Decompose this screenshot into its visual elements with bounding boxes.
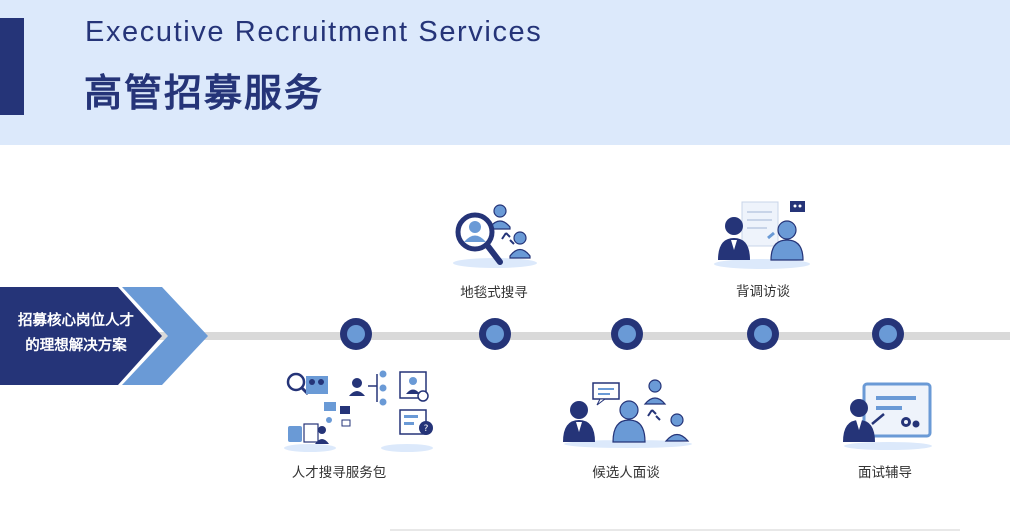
timeline-node-search (479, 318, 511, 350)
step-label-interview: 候选人面谈 (592, 465, 660, 481)
step-label-talent-package: 人才搜寻服务包 (291, 465, 387, 481)
step-label-background-check: 背调访谈 (736, 284, 790, 300)
timeline-node-background-check (747, 318, 779, 350)
step-label-coaching: 面试辅导 (858, 465, 912, 481)
step-label-search: 地毯式搜寻 (460, 285, 528, 301)
candidate-interview-icon (563, 379, 692, 448)
interview-coaching-icon (843, 382, 932, 450)
title-chinese: 高管招募服务 (84, 71, 325, 115)
timeline-track (150, 332, 1010, 340)
talent-search-package-icon: ? (284, 370, 433, 452)
intro-line-2: 的理想解决方案 (25, 338, 127, 354)
timeline-node-interview (611, 318, 643, 350)
bottom-divider (390, 529, 960, 531)
title-english: Executive Recruitment Services (85, 16, 543, 48)
intro-text: 招募核心岗位人才 的理想解决方案 (0, 309, 152, 359)
magnifier-people-icon (453, 204, 537, 268)
header-accent-bar (0, 18, 24, 115)
svg-text:?: ? (424, 424, 429, 434)
intro-line-1: 招募核心岗位人才 (18, 313, 134, 329)
timeline-node-talent-package (340, 318, 372, 350)
background-check-icon (714, 201, 810, 269)
header-banner: Executive Recruitment Services 高管招募服务 (0, 0, 1010, 145)
intro-chevron (0, 287, 208, 385)
timeline-node-coaching (872, 318, 904, 350)
